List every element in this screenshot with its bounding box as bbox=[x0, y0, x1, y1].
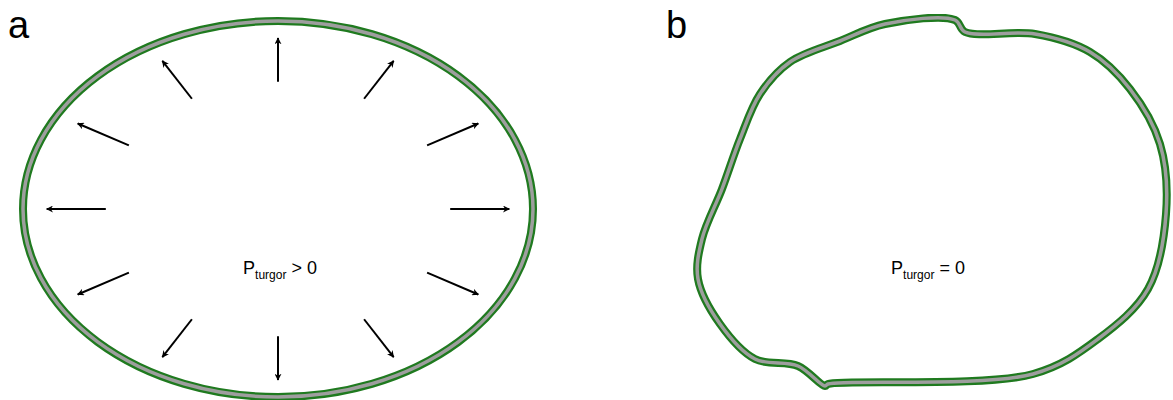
pressure-arrow bbox=[364, 61, 394, 99]
pressure-arrow bbox=[47, 208, 106, 210]
wall-outer bbox=[23, 21, 533, 397]
pressure-text: P bbox=[891, 258, 903, 278]
panel-letter: b bbox=[666, 6, 687, 44]
pressure-arrow bbox=[277, 38, 279, 82]
pressure-arrow bbox=[78, 273, 129, 295]
pressure-text: > 0 bbox=[291, 258, 317, 278]
pressure-text: = 0 bbox=[939, 258, 965, 278]
pressure-arrow bbox=[450, 208, 509, 210]
turgid-cell: Pturgor > 0 bbox=[18, 16, 538, 400]
wall-outer bbox=[697, 18, 1167, 386]
pressure-arrows bbox=[47, 38, 510, 380]
pressure-label: Pturgor > 0 bbox=[243, 259, 317, 281]
wall-inner bbox=[23, 21, 533, 397]
wall-inner bbox=[697, 18, 1167, 386]
panel-letter: a bbox=[8, 6, 29, 44]
cell-wall bbox=[690, 14, 1173, 400]
cell-wall bbox=[18, 16, 538, 400]
pressure-arrow bbox=[364, 319, 394, 357]
pressure-arrow bbox=[78, 124, 129, 146]
pressure-text: P bbox=[243, 258, 255, 278]
pressure-arrow bbox=[162, 61, 192, 99]
pressure-arrow bbox=[427, 273, 478, 295]
flaccid-cell: Pturgor = 0 bbox=[690, 14, 1173, 400]
pressure-arrow bbox=[277, 336, 279, 380]
subscript: turgor bbox=[255, 268, 286, 282]
subscript: turgor bbox=[903, 268, 934, 282]
pressure-arrow bbox=[427, 124, 478, 146]
pressure-label: Pturgor = 0 bbox=[891, 259, 965, 281]
pressure-arrow bbox=[162, 319, 192, 357]
